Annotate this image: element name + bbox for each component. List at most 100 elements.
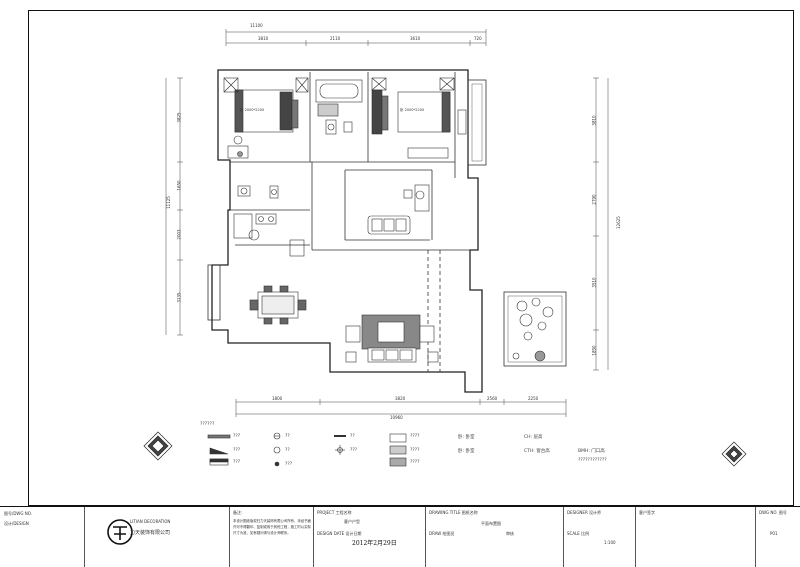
bay-window-dining (207, 264, 221, 321)
dim-left-3: 2003 (176, 229, 182, 240)
compass-rose-right (721, 441, 747, 467)
sofa-study (367, 215, 411, 235)
chair-icon (233, 135, 243, 145)
dim-bottom-2: 3820 (395, 396, 406, 401)
dim-right-total: 12625 (615, 216, 621, 229)
legend-heading: ?????? (200, 422, 215, 427)
tb-cell-designer: DESIGNER 设计师 SCALE 比例 1:100 (564, 507, 636, 567)
bed-1-label: 卧 2000*2200 (240, 108, 265, 112)
stove-icon (255, 213, 277, 225)
tb-cell-client: 客户签字 (636, 507, 756, 567)
dim-bottom-3: 2560 (487, 396, 498, 401)
legend-item: ???? (410, 460, 420, 465)
dim-bottom-1: 1800 (272, 396, 283, 401)
bay-window-bedroom2 (467, 79, 487, 166)
legend-note: CH: 层高 (524, 435, 543, 440)
desk-study (414, 184, 430, 212)
dim-right-3: 3510 (591, 277, 597, 288)
design-date: 2012年2月29日 (352, 540, 397, 547)
company-name-en: LITIAN DECORATION (130, 519, 171, 524)
drawing-title-label: DRAWING TITLE 图纸名称 (429, 510, 478, 515)
desk-2 (407, 147, 449, 159)
scale-value: 1:100 (604, 540, 616, 545)
dim-bottom-4: 2250 (528, 396, 539, 401)
designer-label: DESIGNER 设计师 (567, 510, 601, 515)
wardrobe-2 (371, 77, 387, 91)
notes-text: 本设计图纸版权归力天装饰有限公司所有，未经书面许可不得翻印、复制或用于其他工程，… (233, 519, 311, 535)
dimension-lines (165, 29, 609, 417)
legend-note: CTH: 窗台高 (524, 449, 550, 454)
legend-note: 卧: 卧室 (458, 435, 475, 440)
bay-window-bedroom2-inner (471, 83, 483, 162)
toilet-icon (269, 185, 279, 199)
legend-item: ??? (233, 460, 241, 465)
terrace-inner (507, 295, 563, 363)
legend-note: BMH: 门口高 (578, 449, 605, 454)
dim-bottom-total: 10960 (390, 415, 403, 420)
sofa (367, 347, 417, 363)
client-label: 客户签字 (639, 510, 655, 515)
dim-top-2: 2110 (330, 36, 341, 41)
legend-item: ??? (233, 434, 241, 439)
legend-item: ???? (410, 434, 420, 439)
legend-item: ??? (285, 462, 293, 467)
counter (233, 213, 253, 239)
legend-item: ?? (285, 434, 290, 439)
armchair (419, 325, 435, 343)
tb-cell-project: PROJECT 工程名称 客户户型 DESIGN DATE 设计日期 2012年… (314, 507, 426, 567)
dwg-no-label: DWG NO. 图号 (759, 510, 787, 515)
dining-furniture (249, 285, 307, 325)
dim-right-1: 3810 (591, 115, 597, 126)
tb-cell-drawing: DRAWING TITLE 图纸名称 平面布置图 DRAW 绘图员 审核 (426, 507, 564, 567)
tb-design-label: 设计/DESIGN (4, 521, 29, 526)
compass-rose-left (143, 431, 173, 461)
title-block: 图号/DWG NO. 设计/DESIGN LITIAN DECORATION 力… (0, 506, 800, 567)
bedroom-2-furniture (371, 77, 467, 159)
tb-dwg-label: 图号/DWG NO. (4, 511, 33, 516)
bathroom-furniture (315, 79, 363, 135)
drawing-title-value: 平面布置图 (481, 521, 501, 526)
design-date-label: DESIGN DATE 设计日期 (317, 531, 362, 536)
dim-top-4: 720 (474, 36, 482, 41)
legend-symbols (207, 432, 407, 467)
desk-1 (227, 145, 249, 159)
project-label: PROJECT 工程名称 (317, 510, 352, 515)
bathtub-icon (315, 79, 363, 103)
terrace (503, 291, 567, 367)
exterior-wall (211, 69, 483, 393)
drawing-sheet (28, 10, 794, 506)
legend-item: ?? (350, 434, 355, 439)
toilet-icon (325, 119, 337, 135)
project-value: 客户户型 (344, 519, 360, 524)
study-furniture (367, 184, 430, 235)
coffee-table (377, 321, 405, 343)
legend-note-long: ???????????? (578, 458, 607, 463)
legend-item: ??? (233, 448, 241, 453)
basin-icon (237, 185, 251, 197)
tb-cell-dwgno: DWG NO. 图号 P01 (756, 507, 800, 567)
terrace-plants (512, 297, 554, 362)
tb-cell-company: LITIAN DECORATION 力天装饰有限公司 (85, 507, 230, 567)
dim-left-total: 11125 (165, 196, 171, 209)
legend-note: 卧: 卧室 (458, 449, 475, 454)
scale-label: SCALE 比例 (567, 531, 590, 536)
dim-top-3: 3610 (410, 36, 421, 41)
tb-cell-notes: 备注: 本设计图纸版权归力天装饰有限公司所有，未经书面许可不得翻印、复制或用于其… (230, 507, 314, 567)
legend-item: ??? (350, 448, 358, 453)
check-label: 审核 (506, 531, 514, 536)
dim-right-2: 2790 (591, 194, 597, 205)
living-furniture (345, 314, 439, 363)
tb-cell-dwg: 图号/DWG NO. 设计/DESIGN (0, 507, 85, 567)
bed-2-label: 卧 2000*2200 (400, 108, 425, 112)
armchair (345, 325, 361, 343)
dim-left-2: 1650 (176, 180, 182, 191)
draw-label: DRAW 绘图员 (429, 531, 455, 536)
bedroom-1-furniture (223, 77, 309, 159)
wardrobe-1 (223, 77, 239, 93)
legend-item: ?? (285, 448, 290, 453)
notes-label: 备注: (233, 510, 243, 515)
company-logo (107, 519, 133, 545)
dim-overall-width: 11100 (250, 23, 263, 28)
wc-kitchen-furniture (233, 185, 305, 257)
